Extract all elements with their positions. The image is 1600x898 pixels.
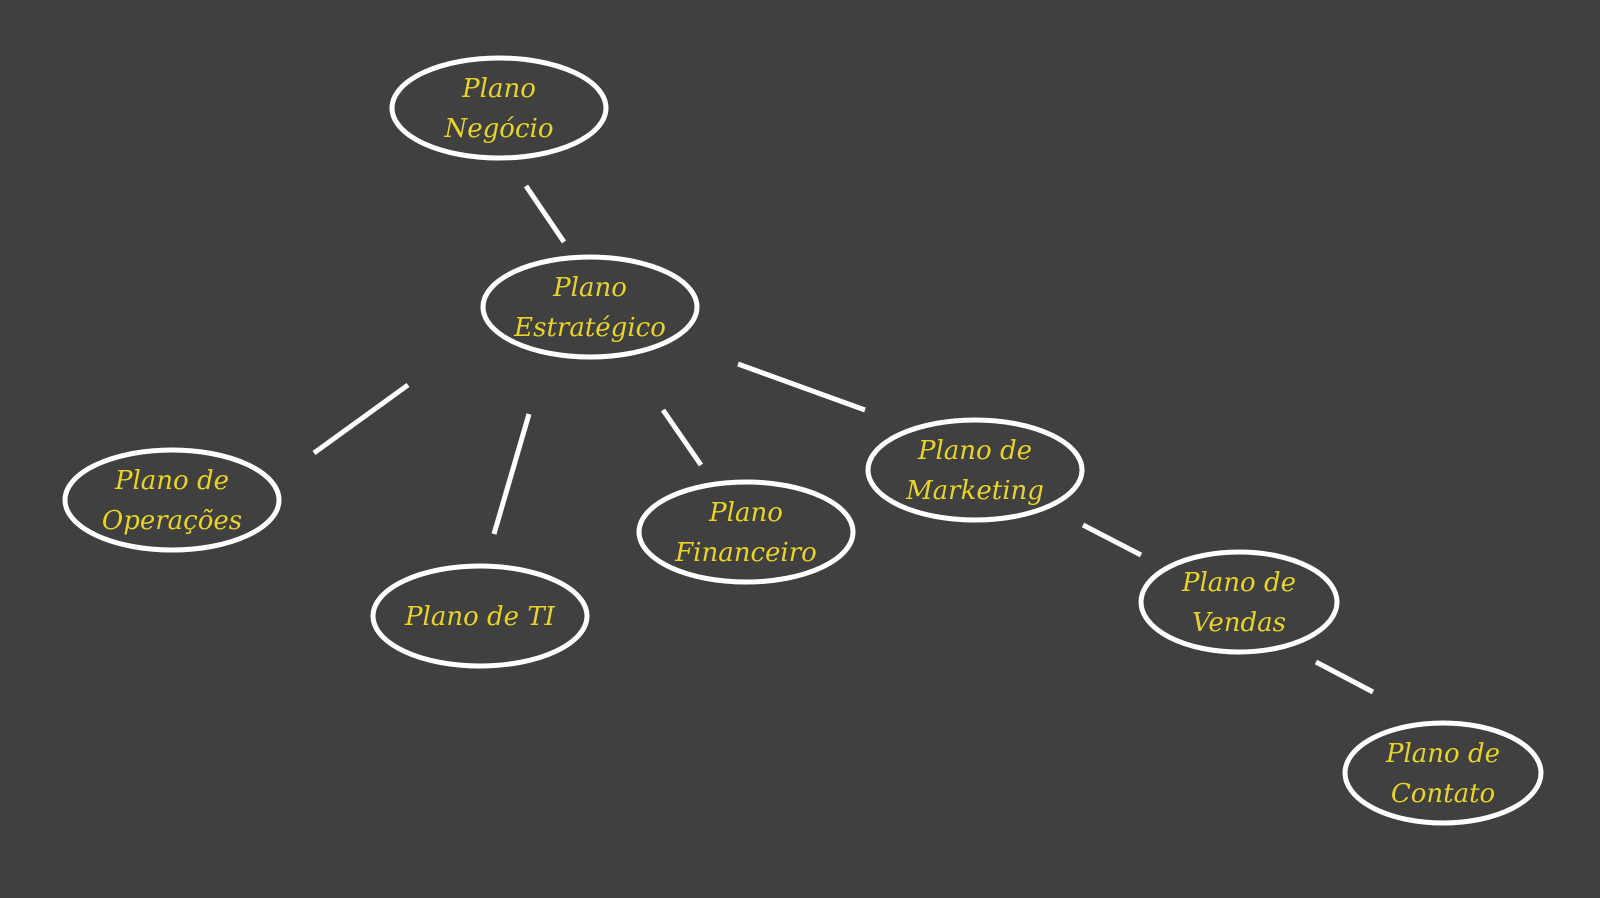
node-label-contato-line-2: Contato: [1391, 779, 1495, 809]
connector-estrategico-financeiro: [660, 408, 704, 467]
node-label-operacoes-line-1: Plano de: [114, 466, 229, 496]
node-label-ti-line-1: Plano de TI: [404, 602, 556, 632]
node-label-negocio-line-2: Negócio: [444, 114, 554, 144]
node-ellipse-contato: [1342, 720, 1544, 826]
node-label-financeiro-line-1: Plano: [708, 498, 783, 528]
node-label-marketing-line-1: Plano de: [917, 436, 1032, 466]
node-label-contato-line-1: Plano de: [1385, 739, 1500, 769]
diagram-edges: [312, 184, 1375, 695]
node-label-vendas-line-1: Plano de: [1181, 568, 1296, 598]
connector-estrategico-marketing: [737, 361, 866, 413]
node-ellipse-negocio: [389, 55, 609, 161]
node-marketing: Plano de Marketing: [865, 417, 1085, 523]
node-label-financeiro-line-2: Financeiro: [674, 538, 817, 568]
node-label-estrategico-line-2: Estratégico: [513, 313, 666, 343]
node-label-negocio-line-1: Plano: [461, 74, 536, 104]
node-ellipse-ti: [370, 563, 590, 669]
connector-vendas-contato: [1314, 659, 1375, 695]
node-label-operacoes-line-2: Operações: [102, 506, 242, 536]
node-ellipse-vendas: [1138, 549, 1340, 655]
node-label-estrategico-line-1: Plano: [552, 273, 627, 303]
node-ellipse-estrategico: [480, 254, 700, 360]
node-ellipse-financeiro: [636, 479, 856, 585]
node-label-marketing-line-2: Marketing: [905, 476, 1044, 506]
node-ti: Plano de TI: [370, 563, 590, 669]
node-vendas: Plano de Vendas: [1138, 549, 1340, 655]
node-label-vendas-line-2: Vendas: [1192, 608, 1286, 638]
connector-marketing-vendas: [1081, 522, 1143, 558]
node-ellipse-operacoes: [62, 447, 282, 553]
connector-negocio-estrategico: [523, 184, 567, 244]
node-ellipse-marketing: [865, 417, 1085, 523]
node-contato: Plano de Contato: [1342, 720, 1544, 826]
node-operacoes: Plano de Operações: [62, 447, 282, 553]
connector-estrategico-ti: [491, 413, 532, 535]
connector-estrategico-operacoes: [312, 382, 410, 456]
